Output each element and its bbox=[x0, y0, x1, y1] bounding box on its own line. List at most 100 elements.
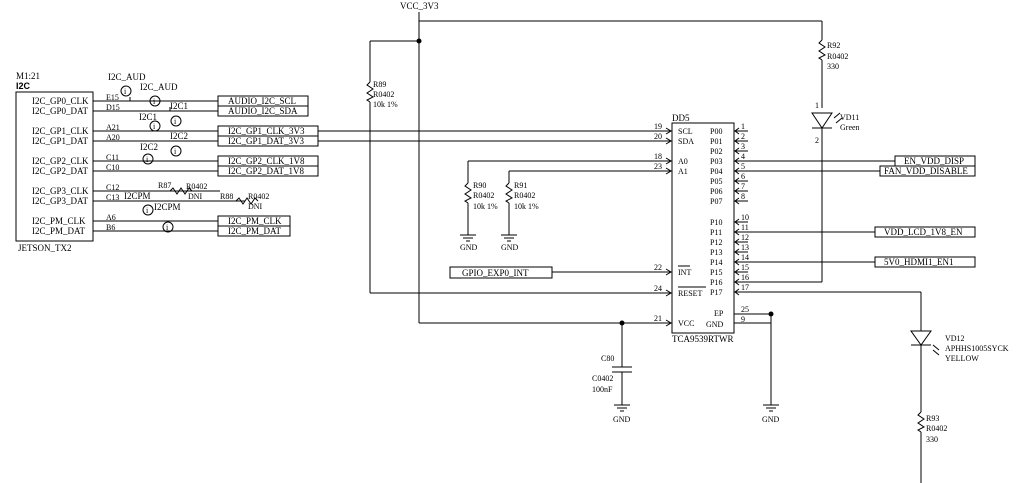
svg-text:GND: GND bbox=[501, 243, 519, 252]
ic-right-pin-number: 10 bbox=[741, 213, 749, 222]
pin-arrow bbox=[734, 177, 740, 185]
svg-text:R0402: R0402 bbox=[248, 192, 269, 201]
ic-right-pin-number: 12 bbox=[741, 233, 749, 242]
jetson-pin-number: E15 bbox=[106, 93, 119, 102]
ic-right-pin-number: 11 bbox=[741, 223, 749, 232]
pin-arrow bbox=[665, 167, 672, 175]
pin-arrow bbox=[665, 127, 672, 135]
net-port-fan-vdd bbox=[879, 165, 976, 177]
vcc-rail: VCC_3V3 bbox=[369, 1, 822, 324]
jetson-pin-number: D15 bbox=[106, 103, 120, 112]
svg-text:R93: R93 bbox=[926, 414, 939, 423]
ic-right-pin-name: P00 bbox=[710, 127, 722, 136]
ic-left-pin-name: INT bbox=[678, 268, 691, 277]
net-label-pm-dat: I2C_PM_DAT bbox=[228, 226, 282, 236]
svg-text:R0402: R0402 bbox=[514, 191, 535, 200]
svg-text:YELLOW: YELLOW bbox=[945, 354, 979, 363]
gnd-symbol-r90: GND bbox=[460, 234, 478, 252]
net-label-gp2-dat: I2C_GP2_DAT_1V8 bbox=[228, 166, 305, 176]
svg-text:C0402: C0402 bbox=[592, 374, 613, 383]
svg-text:R87: R87 bbox=[158, 181, 171, 190]
jetson-pin-number: C10 bbox=[106, 163, 119, 172]
jetson-pin-label: I2C_GP0_CLK bbox=[32, 96, 89, 106]
pin-arrow bbox=[665, 268, 672, 276]
svg-text:GND: GND bbox=[460, 243, 478, 252]
ic-right-pin-number: 5 bbox=[741, 162, 745, 171]
pm-bus-wires bbox=[155, 220, 218, 232]
svg-text:I2CPM: I2CPM bbox=[154, 202, 181, 212]
ic-right-pin-name: P05 bbox=[710, 177, 722, 186]
ic-ep-num: 25 bbox=[741, 305, 749, 314]
ic-right-pin-number: 2 bbox=[741, 132, 745, 141]
ic-right-pin-number: 7 bbox=[741, 182, 745, 191]
svg-text:I2C2: I2C2 bbox=[140, 142, 158, 152]
ic-left-pin-number: 19 bbox=[654, 122, 662, 131]
ic-left-pin-number: 23 bbox=[654, 162, 662, 171]
ic-tca9539: DD5 TCA9539RTWR 19SCL20SDA18A023A122INT2… bbox=[654, 113, 749, 344]
ic-gnd-num: 9 bbox=[741, 315, 745, 324]
probe-i2c1-a: I2C1 bbox=[170, 101, 188, 111]
svg-text:330: 330 bbox=[827, 62, 839, 71]
ic-right-pin-number: 1 bbox=[741, 122, 745, 131]
svg-text:i: i bbox=[124, 87, 127, 96]
jetson-pin-label: I2C_GP3_CLK bbox=[32, 186, 89, 196]
net-port-pm-dat bbox=[217, 225, 291, 237]
ic-ep-name: EP bbox=[714, 309, 724, 318]
svg-text:1: 1 bbox=[815, 101, 819, 110]
ic-left-pin-name: VCC bbox=[678, 319, 694, 328]
svg-text:I2C1: I2C1 bbox=[170, 101, 188, 111]
svg-text:i: i bbox=[174, 147, 177, 156]
net-label-audio-scl: AUDIO_I2C_SCL bbox=[228, 96, 296, 106]
jetson-pin-number: A21 bbox=[106, 123, 120, 132]
net-label-pm-clk: I2C_PM_CLK bbox=[228, 216, 282, 226]
jetson-pin-label: I2C_PM_CLK bbox=[32, 216, 86, 226]
gp2-bus-wires bbox=[155, 160, 218, 172]
ic-gnd-name: GND bbox=[706, 320, 724, 329]
net-label-gpio-int: GPIO_EXP0_INT bbox=[462, 268, 529, 278]
pin-arrow bbox=[734, 268, 740, 276]
ic-right-pin-number: 8 bbox=[741, 192, 745, 201]
svg-text:I2C_AUD: I2C_AUD bbox=[108, 72, 146, 82]
svg-text:DNI: DNI bbox=[248, 202, 263, 211]
svg-text:2: 2 bbox=[815, 136, 819, 145]
jetson-block-name: I2C bbox=[16, 81, 31, 91]
jetson-pin-number: C13 bbox=[106, 193, 119, 202]
svg-text:i: i bbox=[146, 206, 149, 215]
jetson-pin-label: I2C_GP1_DAT bbox=[32, 136, 89, 146]
ic-left-pin-name: A1 bbox=[678, 167, 688, 176]
pin-arrow bbox=[665, 289, 672, 297]
svg-text:I2C2: I2C2 bbox=[170, 131, 188, 141]
ic-right-pin-name: P11 bbox=[710, 228, 722, 237]
ic-left-pin-number: 22 bbox=[654, 263, 662, 272]
net-label-gp1-clk: I2C_GP1_CLK_3V3 bbox=[228, 126, 305, 136]
svg-text:R0402: R0402 bbox=[373, 90, 394, 99]
net-port-gp2-dat bbox=[217, 165, 319, 177]
ic-right-pin-number: 16 bbox=[741, 273, 749, 282]
gp1-bus-wires bbox=[155, 130, 672, 142]
probe-i2c-aud-a: i I2C_AUD bbox=[108, 72, 146, 97]
ic-right-pin-number: 15 bbox=[741, 263, 749, 272]
net-label-gp2-clk: I2C_GP2_CLK_1V8 bbox=[228, 156, 305, 166]
svg-text:10k 1%: 10k 1% bbox=[473, 202, 498, 211]
probe-i2c1-b: i I2C1 bbox=[139, 112, 161, 132]
svg-text:100nF: 100nF bbox=[592, 385, 613, 394]
ic-right-pin-name: P12 bbox=[710, 238, 722, 247]
svg-text:R0402: R0402 bbox=[926, 424, 947, 433]
pin-arrow bbox=[734, 248, 740, 256]
ic-right-pin-name: P01 bbox=[710, 137, 722, 146]
probe-i2c2-a: i I2C2 bbox=[170, 115, 188, 141]
net-label-gp1-dat: I2C_GP1_DAT_3V3 bbox=[228, 136, 305, 146]
pin-arrow bbox=[665, 319, 672, 327]
ic-body bbox=[671, 122, 735, 334]
pin-arrow bbox=[665, 137, 672, 145]
net-label-hdmi-en: 5V0_HDMI1_EN1 bbox=[884, 257, 954, 267]
capacitor-c80: C80 C0402 100nF GND bbox=[592, 320, 632, 424]
audio-bus-wires bbox=[129, 97, 218, 112]
ic-right-pin-name: P15 bbox=[710, 268, 722, 277]
ic-left-pin-name: A0 bbox=[678, 157, 688, 166]
svg-text:R91: R91 bbox=[514, 181, 527, 190]
ic-left-pin-number: 24 bbox=[654, 284, 662, 293]
address-wires bbox=[467, 160, 672, 235]
